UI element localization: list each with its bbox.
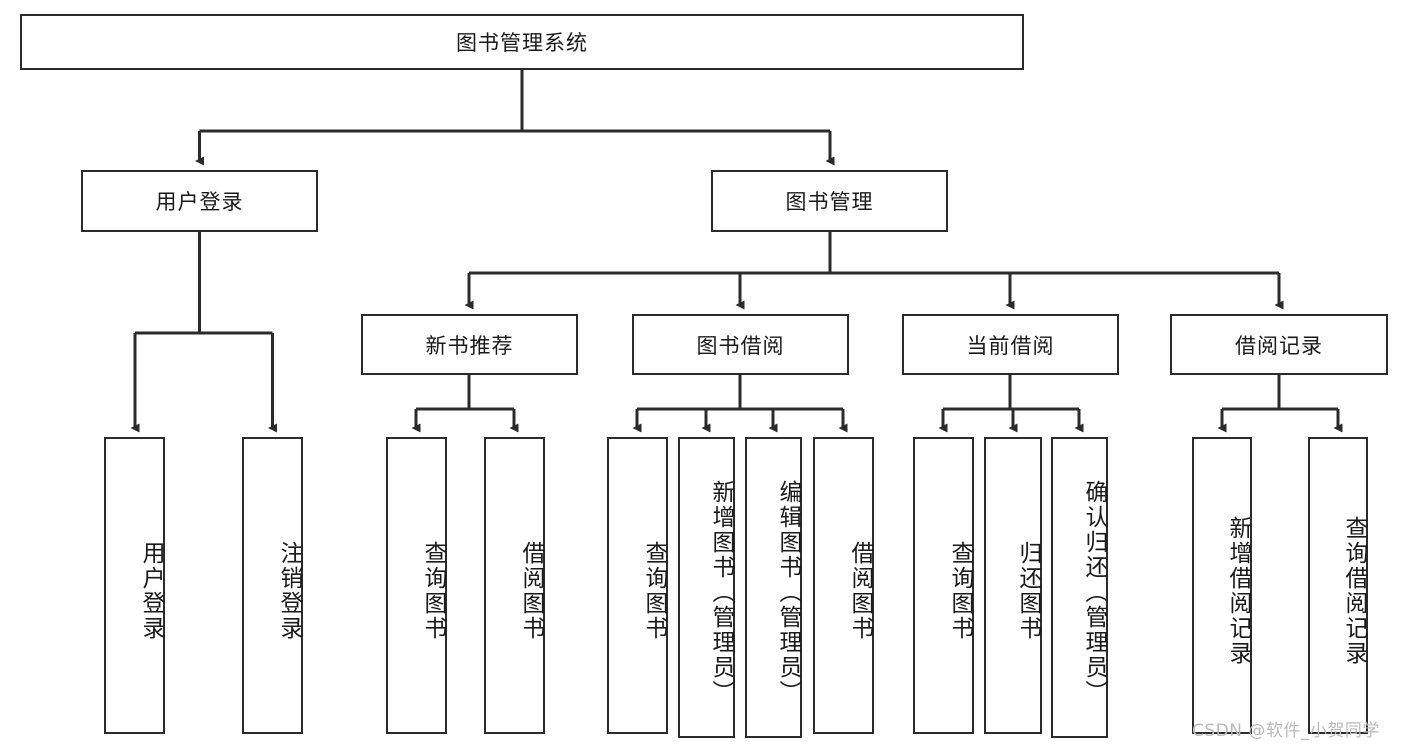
node-level3-1-label: 图书借阅: [696, 333, 785, 358]
node-leaf-8-label: 查询图书: [947, 540, 973, 641]
node-leaf-1-label: 注销登录: [276, 540, 302, 641]
node-leaf-10-label: 确认归还（管理员）: [1081, 480, 1107, 705]
node-leaf-6-label: 编辑图书（管理员）: [775, 480, 801, 705]
node-level3-3-label: 借阅记录: [1235, 333, 1323, 358]
node-leaf-10[interactable]: 确认归还（管理员）: [1051, 437, 1108, 738]
node-leaf-7-label: 借阅图书: [847, 540, 873, 641]
node-leaf-8[interactable]: 查询图书: [913, 437, 974, 734]
node-leaf-9[interactable]: 归还图书: [984, 437, 1042, 734]
node-leaf-5-label: 新增图书（管理员）: [708, 480, 734, 705]
node-leaf-2[interactable]: 查询图书: [386, 437, 447, 734]
node-level2-0-label: 用户登录: [155, 190, 244, 214]
node-level2-1-label: 图书管理: [785, 190, 874, 214]
node-leaf-12-label: 查询借阅记录: [1341, 515, 1367, 666]
node-leaf-2-label: 查询图书: [420, 540, 446, 641]
node-level3-2[interactable]: 当前借阅: [902, 314, 1119, 375]
node-leaf-4-label: 查询图书: [641, 540, 667, 641]
node-leaf-0[interactable]: 用户登录: [104, 437, 165, 734]
csdn-watermark: CSDN @软件_小贺同学: [1192, 721, 1380, 741]
node-level2-0[interactable]: 用户登录: [81, 170, 318, 232]
node-leaf-7[interactable]: 借阅图书: [813, 437, 874, 734]
node-level3-0-label: 新书推荐: [425, 333, 514, 358]
node-leaf-9-label: 归还图书: [1015, 540, 1041, 641]
node-leaf-3-label: 借阅图书: [518, 540, 544, 641]
node-leaf-11[interactable]: 新增借阅记录: [1192, 437, 1252, 734]
node-leaf-3[interactable]: 借阅图书: [484, 437, 545, 734]
node-leaf-0-label: 用户登录: [138, 540, 164, 641]
node-leaf-12[interactable]: 查询借阅记录: [1308, 437, 1368, 734]
node-level3-0[interactable]: 新书推荐: [361, 314, 578, 375]
node-leaf-5[interactable]: 新增图书（管理员）: [678, 437, 735, 738]
node-leaf-6[interactable]: 编辑图书（管理员）: [745, 437, 802, 738]
node-level3-2-label: 当前借阅: [966, 333, 1055, 358]
node-leaf-11-label: 新增借阅记录: [1225, 515, 1251, 666]
node-level2-1[interactable]: 图书管理: [711, 170, 948, 232]
node-root-label: 图书管理系统: [456, 31, 588, 55]
node-level3-1[interactable]: 图书借阅: [632, 314, 849, 375]
node-leaf-1[interactable]: 注销登录: [242, 437, 303, 734]
node-level3-3[interactable]: 借阅记录: [1170, 314, 1388, 375]
node-root[interactable]: 图书管理系统: [20, 14, 1024, 70]
node-leaf-4[interactable]: 查询图书: [607, 437, 668, 734]
